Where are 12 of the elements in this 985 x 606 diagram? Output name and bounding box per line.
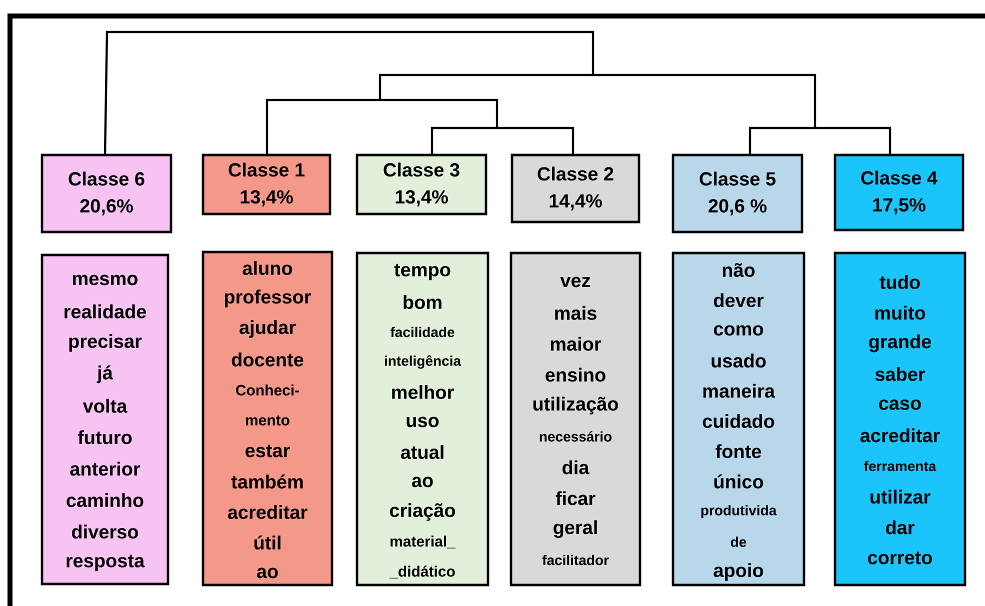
- word-list-box: vez mais maior ensino utilização necessário dia ficar geral facilitador: [510, 252, 642, 586]
- class-box: Classe 1 13,4%: [202, 154, 332, 216]
- word-list-box: mesmo realidade precisar já volta futuro anterior caminho diverso resposta: [40, 254, 170, 586]
- word-list-box: tudo muito grande saber caso acreditar ferramenta utilizar dar correto: [834, 252, 966, 586]
- word-list-box: não dever como usado maneira cuidado fonte único produtivida de apoio: [672, 252, 806, 586]
- word-list-box: tempo bom facilidade inteligência melhor uso atual ao criação material_ _didático: [356, 252, 490, 586]
- class-box: Classe 6 20,6%: [40, 154, 172, 234]
- class-box: Classe 3 13,4%: [356, 154, 488, 216]
- word-list-box: aluno professor ajudar docente Conheci- mento estar também acreditar útil ao: [202, 250, 334, 586]
- class-box: Classe 5 20,6 %: [672, 154, 804, 234]
- class-box: Classe 4 17,5%: [834, 154, 964, 232]
- class-box: Classe 2 14,4%: [510, 154, 640, 224]
